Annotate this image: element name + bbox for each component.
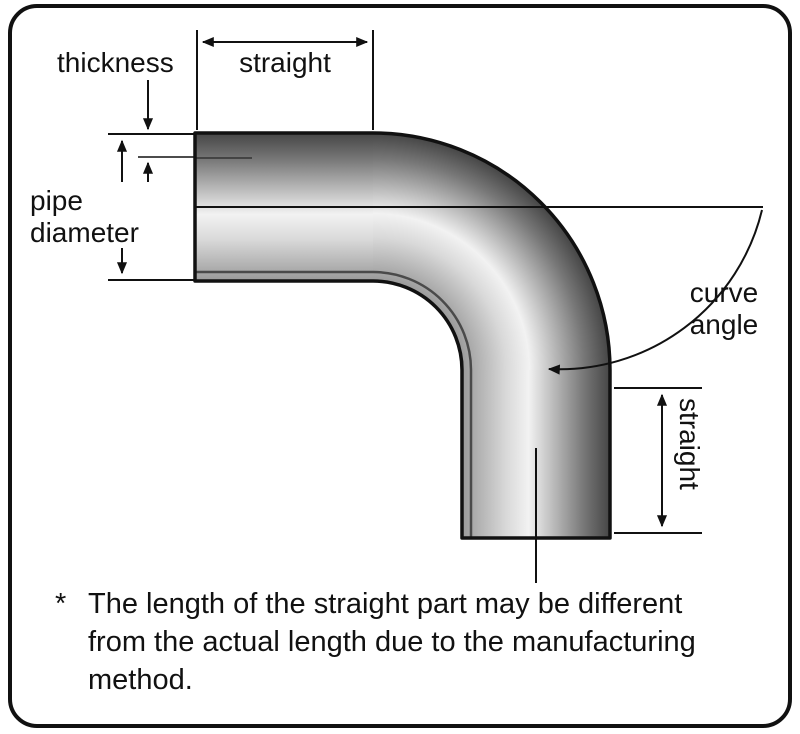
dim-straight-top: [196, 30, 374, 130]
pipe-elbow: [195, 133, 610, 538]
curve-angle-arc: [547, 209, 763, 375]
pipe-outline: [193, 131, 612, 540]
footnote: * The length of the straight part may be…: [55, 588, 696, 696]
footnote-line-3: method.: [88, 664, 193, 696]
label-pipe-diameter-line2: diameter: [30, 217, 139, 248]
footnote-bullet: *: [55, 588, 66, 620]
dim-straight-right: [614, 387, 702, 534]
label-straight-right: straight: [674, 398, 705, 490]
label-mask: [24, 182, 162, 248]
frame-border: [8, 4, 792, 728]
pipe-inner-lining: [195, 270, 473, 538]
label-pipe-diameter-line1: pipe: [30, 185, 83, 216]
label-thickness: thickness: [57, 47, 174, 78]
footnote-line-1: The length of the straight part may be d…: [88, 588, 682, 620]
pipe-bend-section: [373, 133, 610, 370]
label-curve-angle-line2: angle: [690, 309, 759, 340]
label-curve-angle-line1: curve: [690, 277, 758, 308]
label-straight-top: straight: [239, 47, 331, 78]
footnote-line-2: from the actual length due to the manufa…: [88, 626, 696, 658]
